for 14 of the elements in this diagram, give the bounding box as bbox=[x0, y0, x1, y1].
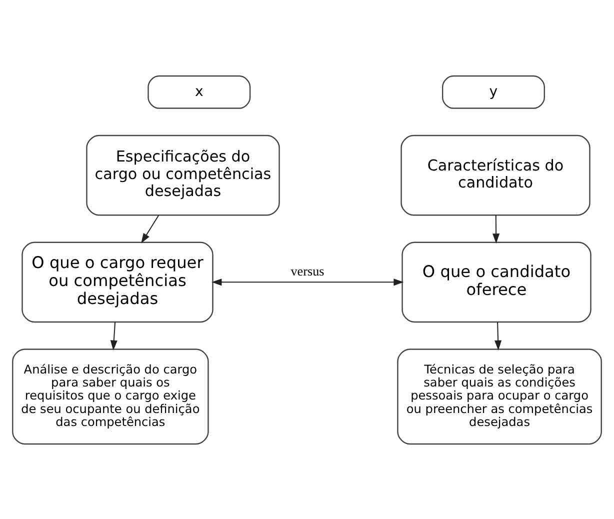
node-box: x bbox=[148, 74, 251, 108]
node-box: Especificações do cargo ou competências desejadas bbox=[86, 134, 280, 216]
node-box: Análise e descrição do cargo para saber quais os requisitos que o cargo exige de seu ocupante ou definição das competências bbox=[12, 348, 209, 444]
arrow bbox=[494, 322, 502, 350]
node-box: Técnicas de seleção para saber quais as condições pessoais para ocupar o cargo ou preencher as competências desejadas bbox=[397, 348, 602, 444]
arrow bbox=[141, 214, 160, 243]
arrow bbox=[110, 322, 118, 350]
node-box: y bbox=[442, 74, 545, 108]
node-box: Características do candidato bbox=[400, 134, 590, 216]
edge-label: versus bbox=[290, 263, 324, 278]
node-box: O que o candidato oferece bbox=[402, 241, 592, 322]
arrow bbox=[492, 214, 500, 244]
arrow bbox=[212, 278, 404, 286]
node-box: O que o cargo requer ou competências desejadas bbox=[22, 241, 214, 322]
